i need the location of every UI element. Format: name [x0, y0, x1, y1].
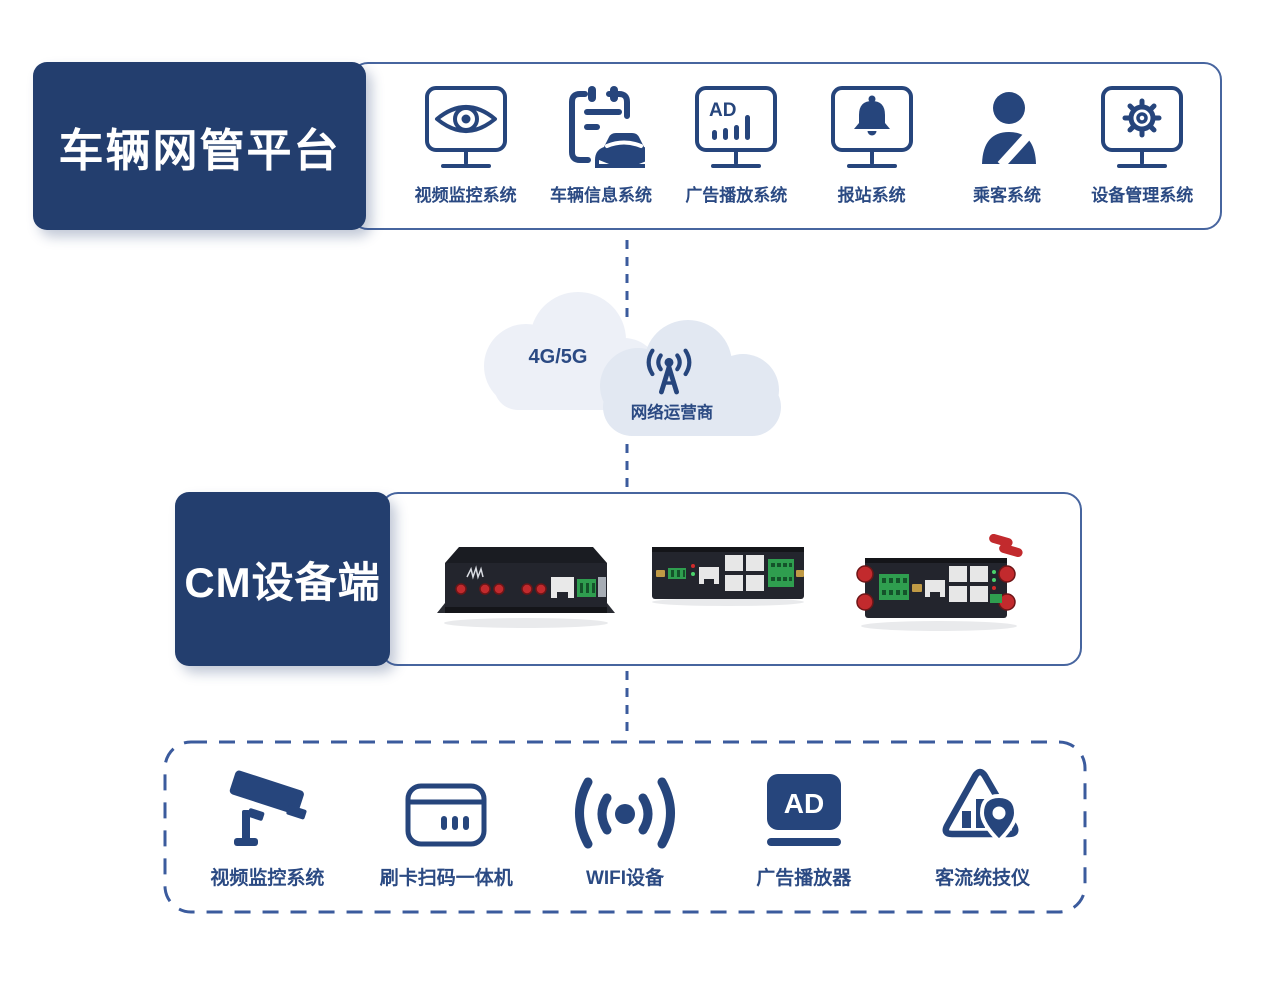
ad-icon-text: AD: [709, 100, 736, 121]
system-label: 车辆信息系统: [549, 186, 652, 205]
cloud-front: [600, 320, 781, 436]
peripheral-card-reader: 刷卡扫码一体机: [357, 762, 536, 890]
ad-player-icon: AD: [766, 774, 841, 846]
peripherals-row: 视频监控系统 刷卡扫码一体机: [178, 762, 1072, 890]
system-label: 视频监控系统: [414, 186, 517, 205]
system-station-announce: 报站系统: [804, 82, 939, 206]
bandwidth-label: 4G/5G: [528, 346, 588, 368]
cloud-back: [484, 292, 660, 410]
cm-title-box: CM设备端: [175, 492, 390, 666]
monitor-gear-icon: [1101, 86, 1184, 168]
cctv-camera-icon: [230, 770, 307, 846]
peripheral-video-monitoring: 视频监控系统: [178, 762, 357, 890]
system-label: 广告播放系统: [685, 186, 788, 205]
monitor-bell-icon: [830, 86, 913, 168]
monitor-eye-icon: [424, 86, 507, 168]
peripheral-label: WIFI设备: [585, 868, 665, 889]
peripheral-people-counter: 客流统技仪: [893, 762, 1072, 890]
system-passenger: 乘客系统: [939, 82, 1074, 206]
router-device-1: [437, 547, 615, 628]
connector-dash-top: [625, 240, 629, 320]
cm-title: CM设备端: [184, 558, 381, 606]
wifi-icon: [575, 777, 675, 849]
peripheral-label: 刷卡扫码一体机: [379, 868, 513, 889]
system-label: 设备管理系统: [1091, 186, 1194, 205]
router-device-2: [652, 547, 804, 606]
system-vehicle-info: 车辆信息系统: [533, 82, 668, 206]
peripheral-wifi: WIFI设备: [536, 762, 715, 890]
passenger-icon: [981, 92, 1036, 169]
platform-title: 车辆网管平台: [58, 124, 341, 176]
peripheral-label: 广告播放器: [756, 868, 852, 889]
connector-dash-middle: [625, 444, 629, 490]
card-reader-icon: [405, 783, 487, 847]
operator-label: 网络运营商: [630, 404, 714, 422]
system-label: 乘客系统: [972, 186, 1041, 205]
peripheral-label: 视频监控系统: [210, 868, 325, 889]
signal-tower-icon: [646, 348, 692, 395]
system-device-management: 设备管理系统: [1075, 82, 1210, 206]
peripheral-ad-player: AD 广告播放器: [714, 762, 893, 890]
system-video-monitoring: 视频监控系统: [398, 82, 533, 206]
monitor-ad-icon: AD: [695, 86, 778, 168]
system-label: 报站系统: [837, 186, 906, 205]
peripheral-label: 客流统技仪: [935, 868, 1031, 889]
peripherals-dashed-border: [163, 740, 1087, 914]
clipboard-car-icon: [568, 86, 645, 168]
people-counter-icon: [942, 768, 1019, 844]
platform-systems-row: 视频监控系统 车辆信息系统: [398, 82, 1210, 206]
system-ad-playback: AD 广告播放系统: [669, 82, 804, 206]
router-device-3: [856, 534, 1023, 631]
ad-player-text: AD: [784, 788, 824, 819]
connector-dash-bottom: [625, 671, 629, 739]
platform-title-box: 车辆网管平台: [33, 62, 366, 230]
